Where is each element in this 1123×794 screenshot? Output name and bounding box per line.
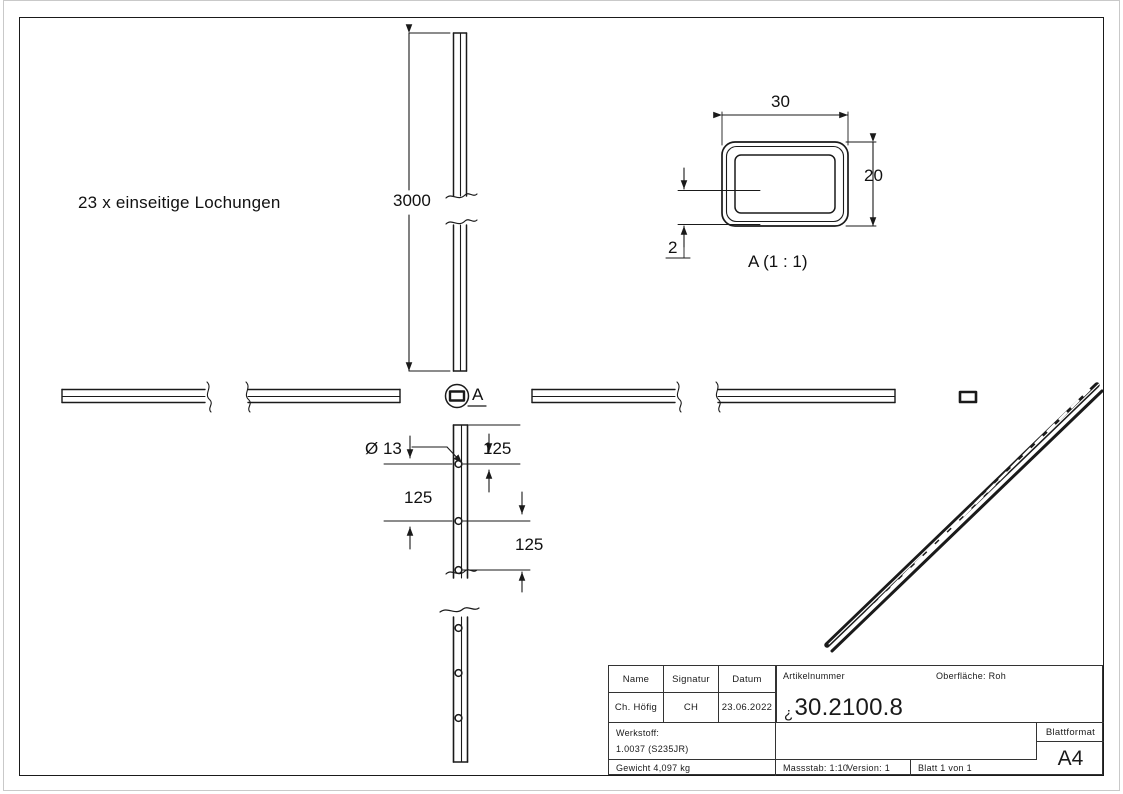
title-block-header-blattformat: Blattformat [1037,723,1104,742]
detail-view-title-a: A (1 : 1) [748,252,808,271]
title-block-blatt: Blatt 1 von 1 [918,763,972,773]
drawing-frame-border [19,17,1104,776]
title-block-massstab: Massstab: 1:10 [776,760,911,776]
dimension-label-hole-diameter: Ø 13 [365,439,402,458]
section-marker-label-a: A [472,385,484,404]
title-block-header-datum: Datum [719,666,776,693]
title-block-gewicht: Gewicht 4,097 kg [609,760,776,776]
title-block-artikelnummer-cell: ¿ 30.2100.8 [776,666,1104,723]
dimension-label-125-lower: 125 [515,535,544,554]
title-block-header-signatur: Signatur [664,666,719,693]
title-block-artikel-prefix: ¿ [784,705,794,722]
title-block-header-oberflaeche: Oberfläche: Roh [936,671,1007,681]
dimension-label-3000: 3000 [393,191,431,210]
title-block-werkstoff-cell: Werkstoff: 1.0037 (S235JR) [609,723,776,760]
dimension-label-125-middle: 125 [404,488,433,507]
title-block-value-name: Ch. Höfig [609,693,664,723]
title-block-werkstoff-value: 1.0037 (S235JR) [616,744,689,754]
dimension-label-125-upper: 125 [483,439,512,458]
dimension-label-30: 30 [771,92,790,111]
title-block-value-artikelnummer: 30.2100.8 [794,694,904,721]
title-block-value-signatur: CH [664,693,719,723]
page-outer-edge [3,0,1120,791]
title-block-value-datum: 23.06.2022 [719,693,776,723]
dimension-label-20: 20 [864,166,883,185]
title-block-version: Version: 1 [847,763,891,773]
title-block: Name Signatur Datum Ch. Höfig CH 23.06.2… [608,665,1104,776]
title-block-header-name: Name [609,666,664,693]
perforation-note: 23 x einseitige Lochungen [78,193,281,212]
title-block-header-artikelnummer: Artikelnummer [783,671,845,681]
title-block-value-blattformat: A4 [1057,747,1084,770]
title-block-werkstoff-label: Werkstoff: [616,728,660,738]
title-block-blank-cell [776,723,1037,760]
dimension-label-2-wall: 2 [668,238,678,257]
